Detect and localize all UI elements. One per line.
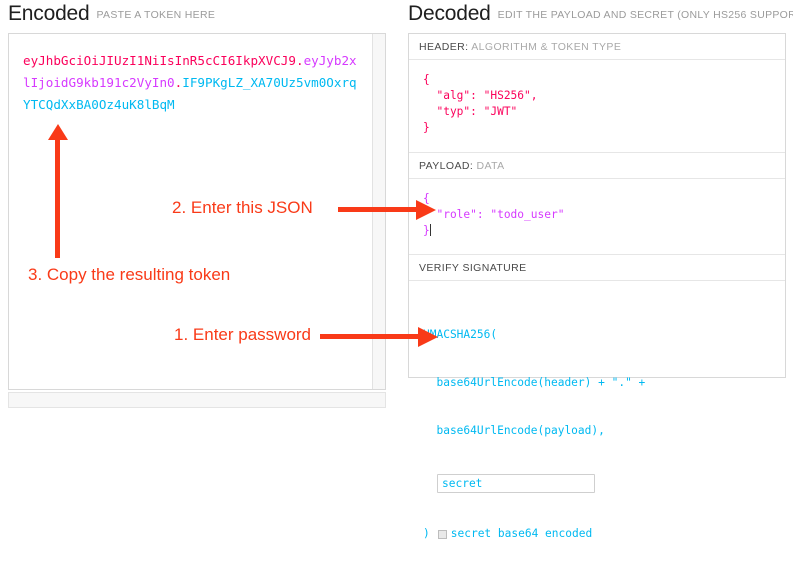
annotation-step-3: 3. Copy the resulting token [28,265,231,284]
encoded-title-text: Encoded [8,2,90,25]
arrow-to-secret-icon [320,327,440,347]
payload-section-label: PAYLOAD: DATA [409,153,785,179]
text-caret [429,224,431,236]
header-label-strong: HEADER: [419,41,469,53]
token-signature-segment: IF9PKgLZ_XA70Uz5vm0OxrqYTCQdXxBA0Oz4uK8l… [23,75,357,112]
close-paren: ) [423,527,430,540]
encoded-column-heading: Encoded PASTE A TOKEN HERE [8,2,215,26]
secret-input[interactable] [437,474,595,493]
payload-json-text: { "role": "todo_user" } [423,192,565,237]
base64-checkbox-label: secret base64 encoded [450,527,593,540]
header-section-label: HEADER: ALGORITHM & TOKEN TYPE [409,34,785,60]
token-separator-1: . [295,53,304,68]
decoded-panel: HEADER: ALGORITHM & TOKEN TYPE { "alg": … [408,33,786,540]
arrow-to-payload-icon [338,200,438,220]
base64-encoded-checkbox[interactable] [437,529,447,539]
token-header-segment: eyJhbGciOiJIUzI1NiIsInR5cCI6IkpXVCJ9 [23,53,296,68]
decoded-column-heading: Decoded EDIT THE PAYLOAD AND SECRET (ONLY… [408,2,793,26]
encoded-panel-footer [8,392,386,408]
signature-label-strong: VERIFY SIGNATURE [419,262,527,274]
hmac-line-2: base64UrlEncode(header) + "." + [423,376,646,389]
hmac-line-1: HMACSHA256( [423,328,498,341]
annotation-step-2: 2. Enter this JSON [172,198,313,217]
signature-section-label: VERIFY SIGNATURE [409,255,785,281]
header-json-editor[interactable]: { "alg": "HS256", "typ": "JWT" } [409,60,785,153]
token-separator-2: . [174,75,183,90]
decoded-title-text: Decoded [408,2,491,25]
header-label-muted: ALGORITHM & TOKEN TYPE [471,41,622,53]
encoded-token-text[interactable]: eyJhbGciOiJIUzI1NiIsInR5cCI6IkpXVCJ9.eyJ… [23,50,363,116]
signature-verification-block: HMACSHA256( base64UrlEncode(header) + ".… [409,281,785,540]
arrow-to-token-icon [48,124,68,258]
encoded-subtitle-text: PASTE A TOKEN HERE [96,9,216,21]
token-payload-segment: eyJyb2xlIjoidG9kb191c2VyIn0 [23,53,357,90]
payload-json-editor[interactable]: { "role": "todo_user" } [409,179,785,255]
payload-label-strong: PAYLOAD: [419,160,474,172]
signature-close-row: ) secret base64 encoded [423,527,785,541]
hmac-line-3: base64UrlEncode(payload), [423,424,605,437]
payload-label-muted: DATA [476,160,505,172]
annotation-step-1: 1. Enter password [174,325,312,344]
decoded-subtitle-text: EDIT THE PAYLOAD AND SECRET (ONLY HS256 … [497,9,793,21]
